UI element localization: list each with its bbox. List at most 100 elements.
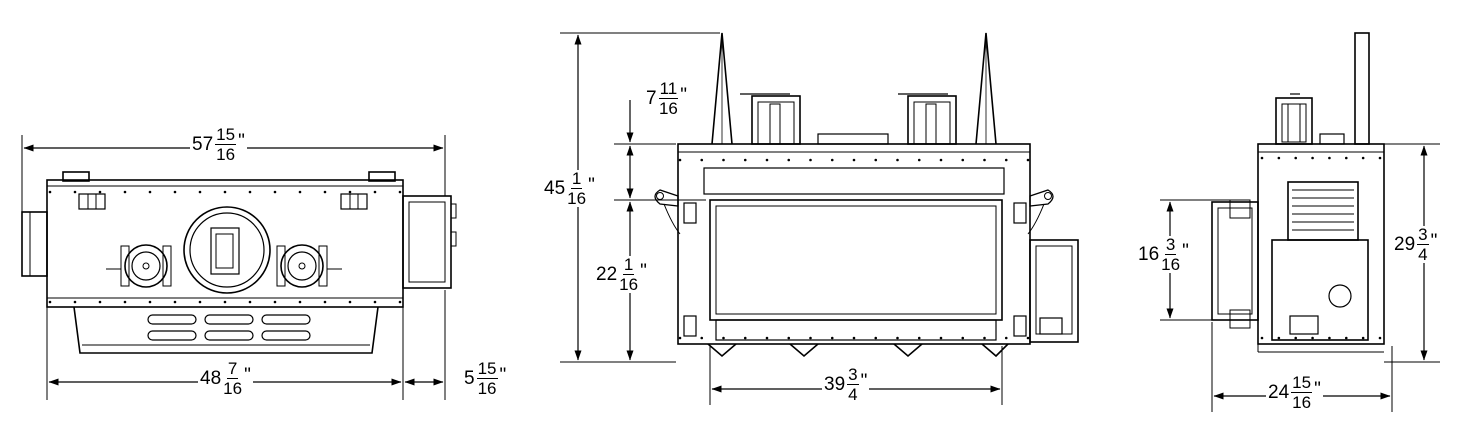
rivet-dot (1378, 336, 1382, 340)
dim-denominator: 16 (216, 145, 236, 164)
rivet-dot (373, 300, 377, 304)
rivet-dot (809, 336, 812, 340)
rivet-dot (198, 190, 202, 194)
dim-whole: 24 (1268, 382, 1290, 403)
rivet-dot (398, 300, 402, 304)
dim-numerator: 15 (476, 359, 498, 379)
rivet-dot (148, 300, 152, 304)
dim-fraction: 1 16 (619, 256, 638, 293)
dim-side-box-height: 16 3 16 " (1136, 236, 1191, 273)
dim-denominator: 16 (567, 189, 587, 208)
rivet-dot (961, 158, 965, 162)
rivet-dot (678, 158, 682, 162)
rivet-dot (398, 190, 402, 194)
dim-denominator: 16 (223, 379, 243, 398)
dim-unit: " (1314, 379, 1321, 400)
dim-unit: " (680, 85, 687, 106)
dim-numerator: 7 (226, 359, 239, 379)
dim-side-body-height: 29 3 4 " (1392, 225, 1440, 264)
dim-whole: 5 (464, 368, 475, 389)
rivet-dot (298, 190, 302, 194)
dim-fraction: 3 16 (1161, 236, 1180, 273)
dim-whole: 48 (200, 368, 222, 389)
rivet-dot (1378, 156, 1382, 160)
dim-whole: 7 (646, 88, 657, 109)
rivet-dot (273, 300, 277, 304)
rivet-dot (983, 336, 986, 340)
rivet-dot (1026, 336, 1030, 340)
rivet-dot (809, 158, 812, 162)
top-view (21, 135, 457, 400)
rivet-dot (852, 336, 856, 340)
rivet-dot (1294, 156, 1298, 160)
dim-numerator: 15 (215, 125, 237, 145)
rivet-dots (48, 156, 1382, 340)
rivet-dot (173, 300, 177, 304)
rivet-dot (1260, 156, 1264, 160)
rivet-dot (700, 158, 704, 162)
rivet-dot (73, 190, 77, 194)
rivet-dot (248, 300, 252, 304)
rivet-dot (1004, 158, 1008, 162)
rivet-dot (896, 158, 899, 162)
dim-numerator: 1 (622, 255, 635, 275)
rivet-dot (173, 190, 177, 194)
rivet-dot (1260, 336, 1264, 340)
dim-fraction: 1 16 (567, 170, 586, 207)
dim-fraction: 7 16 (223, 360, 242, 397)
dim-unit: " (1430, 231, 1438, 252)
dim-whole: 16 (1138, 244, 1160, 265)
rivet-dot (830, 158, 834, 162)
dim-denominator: 16 (1161, 255, 1181, 274)
rivet-dot (722, 158, 725, 162)
dim-numerator: 3 (1417, 225, 1429, 245)
rivet-dot (1344, 336, 1348, 340)
dim-fraction: 15 16 (1291, 373, 1313, 411)
dim-unit: " (640, 261, 647, 282)
rivet-dot (1004, 336, 1008, 340)
rivet-dot (123, 190, 127, 194)
rivet-dot (48, 300, 52, 304)
dim-unit: " (588, 175, 595, 196)
rivet-dot (348, 190, 352, 194)
dim-whole: 39 (824, 374, 846, 395)
dim-front-top-offset: 7 11 16 " (644, 80, 689, 117)
rivet-dot (148, 190, 152, 194)
rivet-dot (961, 336, 965, 340)
dim-unit: " (238, 131, 245, 152)
rivet-dot (123, 300, 127, 304)
rivet-dot (787, 336, 791, 340)
rivet-dot (743, 158, 747, 162)
rivet-dot (248, 190, 252, 194)
dim-unit: " (244, 365, 251, 386)
dim-fraction: 3 4 (1417, 225, 1429, 264)
rivet-dot (1328, 156, 1331, 160)
rivet-dot (1344, 156, 1348, 160)
rivet-dot (323, 190, 327, 194)
dim-front-opening-width: 39 3 4 " (822, 365, 870, 403)
dim-front-overall-height: 45 1 16 " (542, 170, 597, 207)
rivet-dot (323, 300, 327, 304)
rivet-dot (983, 158, 986, 162)
rivet-dot (830, 336, 834, 340)
rivet-dot (348, 300, 352, 304)
dim-numerator: 1 (570, 169, 583, 189)
rivet-dot (852, 158, 856, 162)
rivet-dot (1277, 156, 1281, 160)
dim-numerator: 3 (1164, 235, 1177, 255)
dim-numerator: 15 (1291, 373, 1313, 393)
dim-unit: " (860, 371, 868, 392)
rivet-dot (1311, 156, 1314, 160)
rivet-dot (1026, 158, 1030, 162)
dim-denominator: 16 (477, 379, 497, 398)
dim-top-body-width: 48 7 16 " (198, 360, 253, 397)
dim-numerator: 3 (847, 365, 859, 385)
dim-whole: 57 (192, 134, 214, 155)
rivet-dot (98, 190, 102, 194)
rivet-dot (874, 158, 878, 162)
dim-denominator: 4 (1418, 245, 1428, 264)
side-view (1160, 32, 1440, 412)
rivet-dot (1328, 336, 1331, 340)
rivet-dot (223, 300, 227, 304)
dim-denominator: 16 (658, 99, 678, 118)
